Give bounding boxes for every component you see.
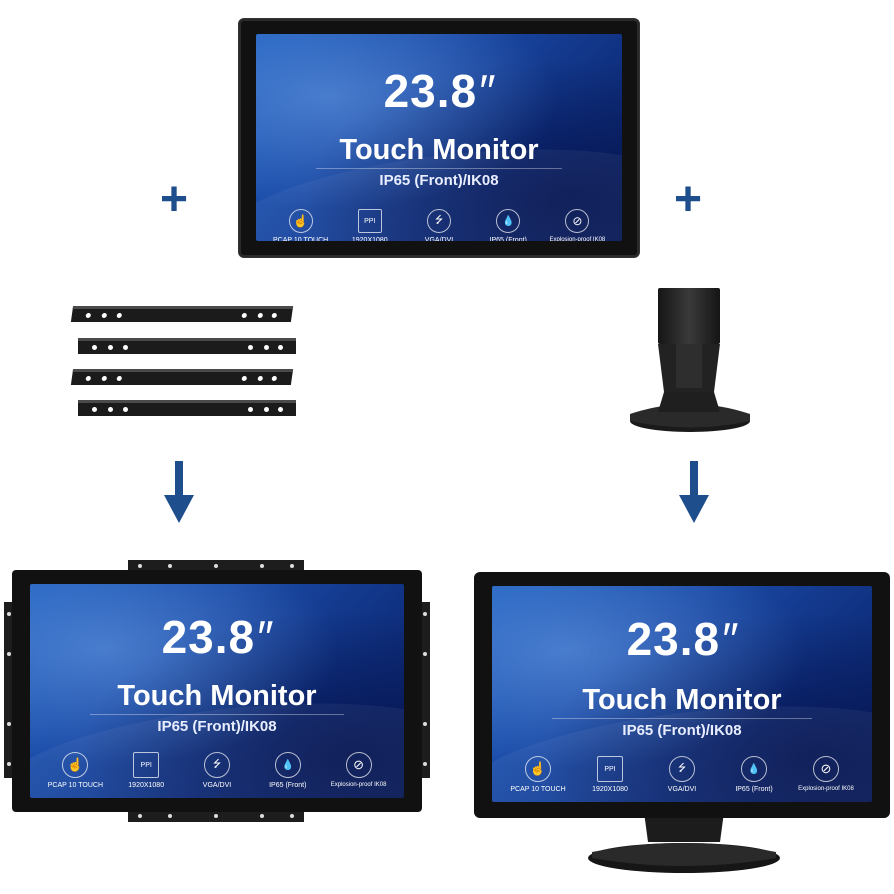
product-title: Touch Monitor xyxy=(339,134,539,166)
monitor-screen: 23.8″ Touch Monitor IP65 (Front)/IK08 ☝P… xyxy=(30,584,404,798)
ppi-display-icon: PPI xyxy=(357,209,382,233)
explosion-proof-icon: ⊘ xyxy=(565,209,590,233)
product-subtitle: IP65 (Front)/IK08 xyxy=(622,722,742,739)
water-drops-icon: 💧 xyxy=(274,752,301,778)
screen-size: 23.8″ xyxy=(383,65,495,117)
product-title: Touch Monitor xyxy=(117,680,317,712)
usb-icon: ⭍ xyxy=(669,756,695,782)
product-title: Touch Monitor xyxy=(582,684,782,716)
water-drops-icon: 💧 xyxy=(496,209,521,233)
water-drops-icon: 💧 xyxy=(741,756,767,782)
screen-size: 23.8″ xyxy=(626,613,738,665)
bracket xyxy=(70,306,294,322)
plus-icon-left: + xyxy=(160,173,189,226)
down-arrow-icon-left xyxy=(164,461,194,523)
screen-size: 23.8″ xyxy=(161,611,273,663)
usb-icon: ⭍ xyxy=(427,209,451,233)
desktop-stand xyxy=(630,288,750,432)
explosion-proof-icon: ⊘ xyxy=(345,752,372,778)
ppi-display-icon: PPI xyxy=(597,756,623,782)
touch-hand-icon: ☝ xyxy=(525,756,551,782)
touch-hand-icon: ☝ xyxy=(62,752,89,778)
down-arrow-icon-right xyxy=(679,461,709,523)
top-touch-monitor: 23.8″ Touch Monitor IP65 (Front)/IK08 ☝P… xyxy=(238,18,640,258)
bracket xyxy=(78,400,296,416)
monitor-screen: 23.8″ Touch Monitor IP65 (Front)/IK08 ☝P… xyxy=(256,34,622,241)
bracket xyxy=(70,369,294,385)
usb-icon: ⭍ xyxy=(203,752,230,778)
product-subtitle: IP65 (Front)/IK08 xyxy=(379,172,499,189)
ppi-display-icon: PPI xyxy=(133,752,160,778)
explosion-proof-icon: ⊘ xyxy=(813,756,839,782)
monitor-stand-base xyxy=(588,812,780,873)
monitor-screen: 23.8″ Touch Monitor IP65 (Front)/IK08 ☝P… xyxy=(492,586,872,802)
bracket xyxy=(78,338,296,354)
touch-hand-icon: ☝ xyxy=(288,209,313,233)
product-subtitle: IP65 (Front)/IK08 xyxy=(157,718,277,735)
plus-icon-right: + xyxy=(674,173,703,226)
